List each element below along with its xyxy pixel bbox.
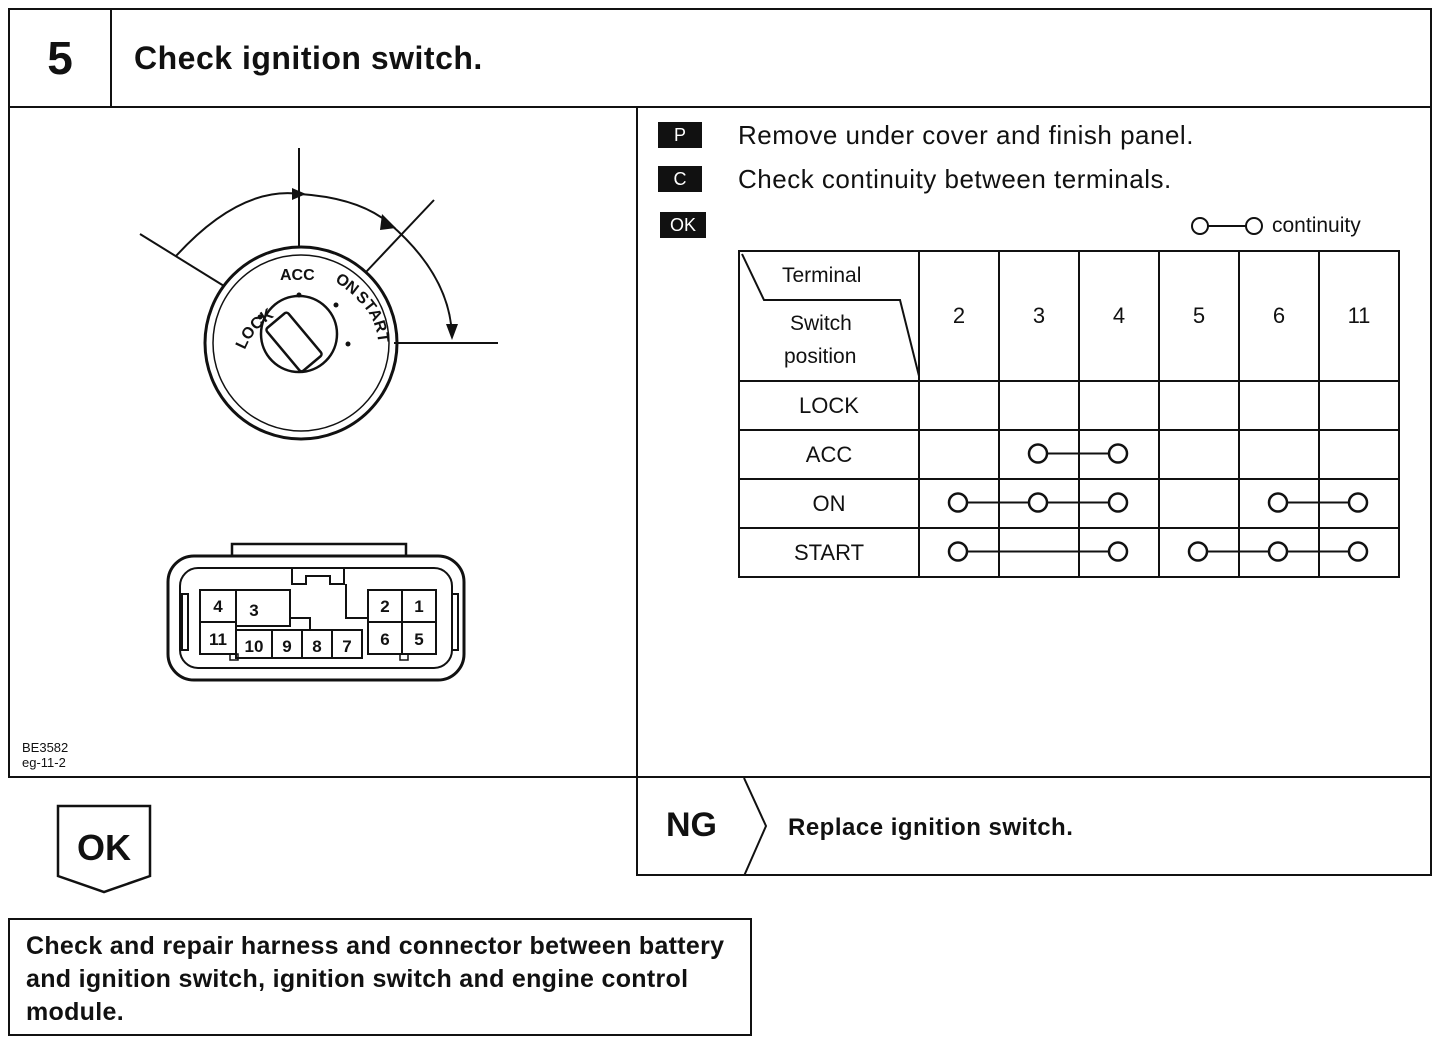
terminal-header: 4 — [1078, 250, 1160, 382]
ok-shield-icon: OK — [56, 804, 152, 894]
terminal-header: 6 — [1238, 250, 1320, 382]
pin-label: 4 — [213, 597, 223, 616]
connector-diagram: 4 3 2 1 11 10 9 8 7 6 5 — [166, 542, 466, 682]
terminal-header: 5 — [1158, 250, 1240, 382]
pin-label: 1 — [414, 597, 423, 616]
corner-diagonal — [741, 253, 918, 377]
figure-code-sub: eg-11-2 — [22, 755, 66, 770]
table-corner-header: Terminal Switch position — [738, 250, 920, 382]
table-row: LOCK — [738, 380, 1400, 431]
continuity-legend: continuity — [1190, 214, 1361, 238]
illustration-panel: LOCK ACC ON START — [8, 106, 638, 778]
instruction-check-continuity: Check continuity between terminals. — [738, 164, 1172, 194]
pin-label: 10 — [245, 637, 264, 656]
header-terminal: Terminal — [782, 264, 862, 287]
header-switch: Switch — [790, 312, 852, 335]
next-step-box: Check and repair harness and connector b… — [8, 918, 752, 1036]
continuity-symbol-icon — [1191, 217, 1263, 235]
continuity-legend-label: continuity — [1272, 214, 1361, 237]
table-header-row: Terminal Switch position 2 3 4 5 6 11 — [738, 250, 1400, 382]
ignition-switch-illustration: LOCK ACC ON START — [139, 148, 498, 682]
table-row: ON — [738, 478, 1400, 529]
ng-action: Replace ignition switch. — [788, 814, 1074, 841]
pin-label: 7 — [342, 637, 351, 656]
badge-c: C — [658, 166, 702, 192]
instruction-remove-cover: Remove under cover and finish panel. — [738, 120, 1194, 150]
table-row: START — [738, 527, 1400, 578]
continuity-table: Terminal Switch position 2 3 4 5 6 11 LO… — [738, 250, 1400, 578]
ok-label: OK — [77, 827, 131, 868]
switch-position-acc: ACC — [738, 429, 920, 480]
pin-label: 3 — [249, 601, 258, 620]
step-header: 5 Check ignition switch. — [8, 8, 1432, 108]
header-position: position — [784, 345, 857, 368]
pin-label: 8 — [312, 637, 321, 656]
ng-label: NG — [666, 806, 717, 844]
step-number: 5 — [10, 10, 112, 106]
pin-label: 2 — [380, 597, 389, 616]
switch-label-acc: ACC — [280, 267, 315, 284]
svg-text:LOCK: LOCK — [233, 305, 277, 351]
instructions-panel: P Remove under cover and finish panel. C… — [636, 106, 1432, 778]
switch-position-start: START — [738, 527, 920, 578]
pin-label: 9 — [282, 637, 291, 656]
switch-position-on: ON — [738, 478, 920, 529]
step-title: Check ignition switch. — [134, 39, 483, 76]
badge-p: P — [658, 122, 702, 148]
next-step-text: Check and repair harness and connector b… — [26, 932, 725, 1026]
pin-label: 6 — [380, 630, 389, 649]
terminal-header: 3 — [998, 250, 1080, 382]
figure-code: BE3582 — [22, 740, 69, 755]
pin-label: 5 — [414, 630, 423, 649]
ng-arrow-divider — [743, 778, 768, 876]
terminal-header: 2 — [918, 250, 1000, 382]
switch-label-lock: LOCK — [233, 305, 277, 351]
ng-panel: NG Replace ignition switch. — [636, 776, 1432, 876]
badge-ok: OK — [660, 212, 706, 238]
pin-label: 11 — [209, 630, 227, 649]
terminal-header: 11 — [1318, 250, 1400, 382]
switch-position-lock: LOCK — [738, 380, 920, 431]
table-row: ACC — [738, 429, 1400, 480]
